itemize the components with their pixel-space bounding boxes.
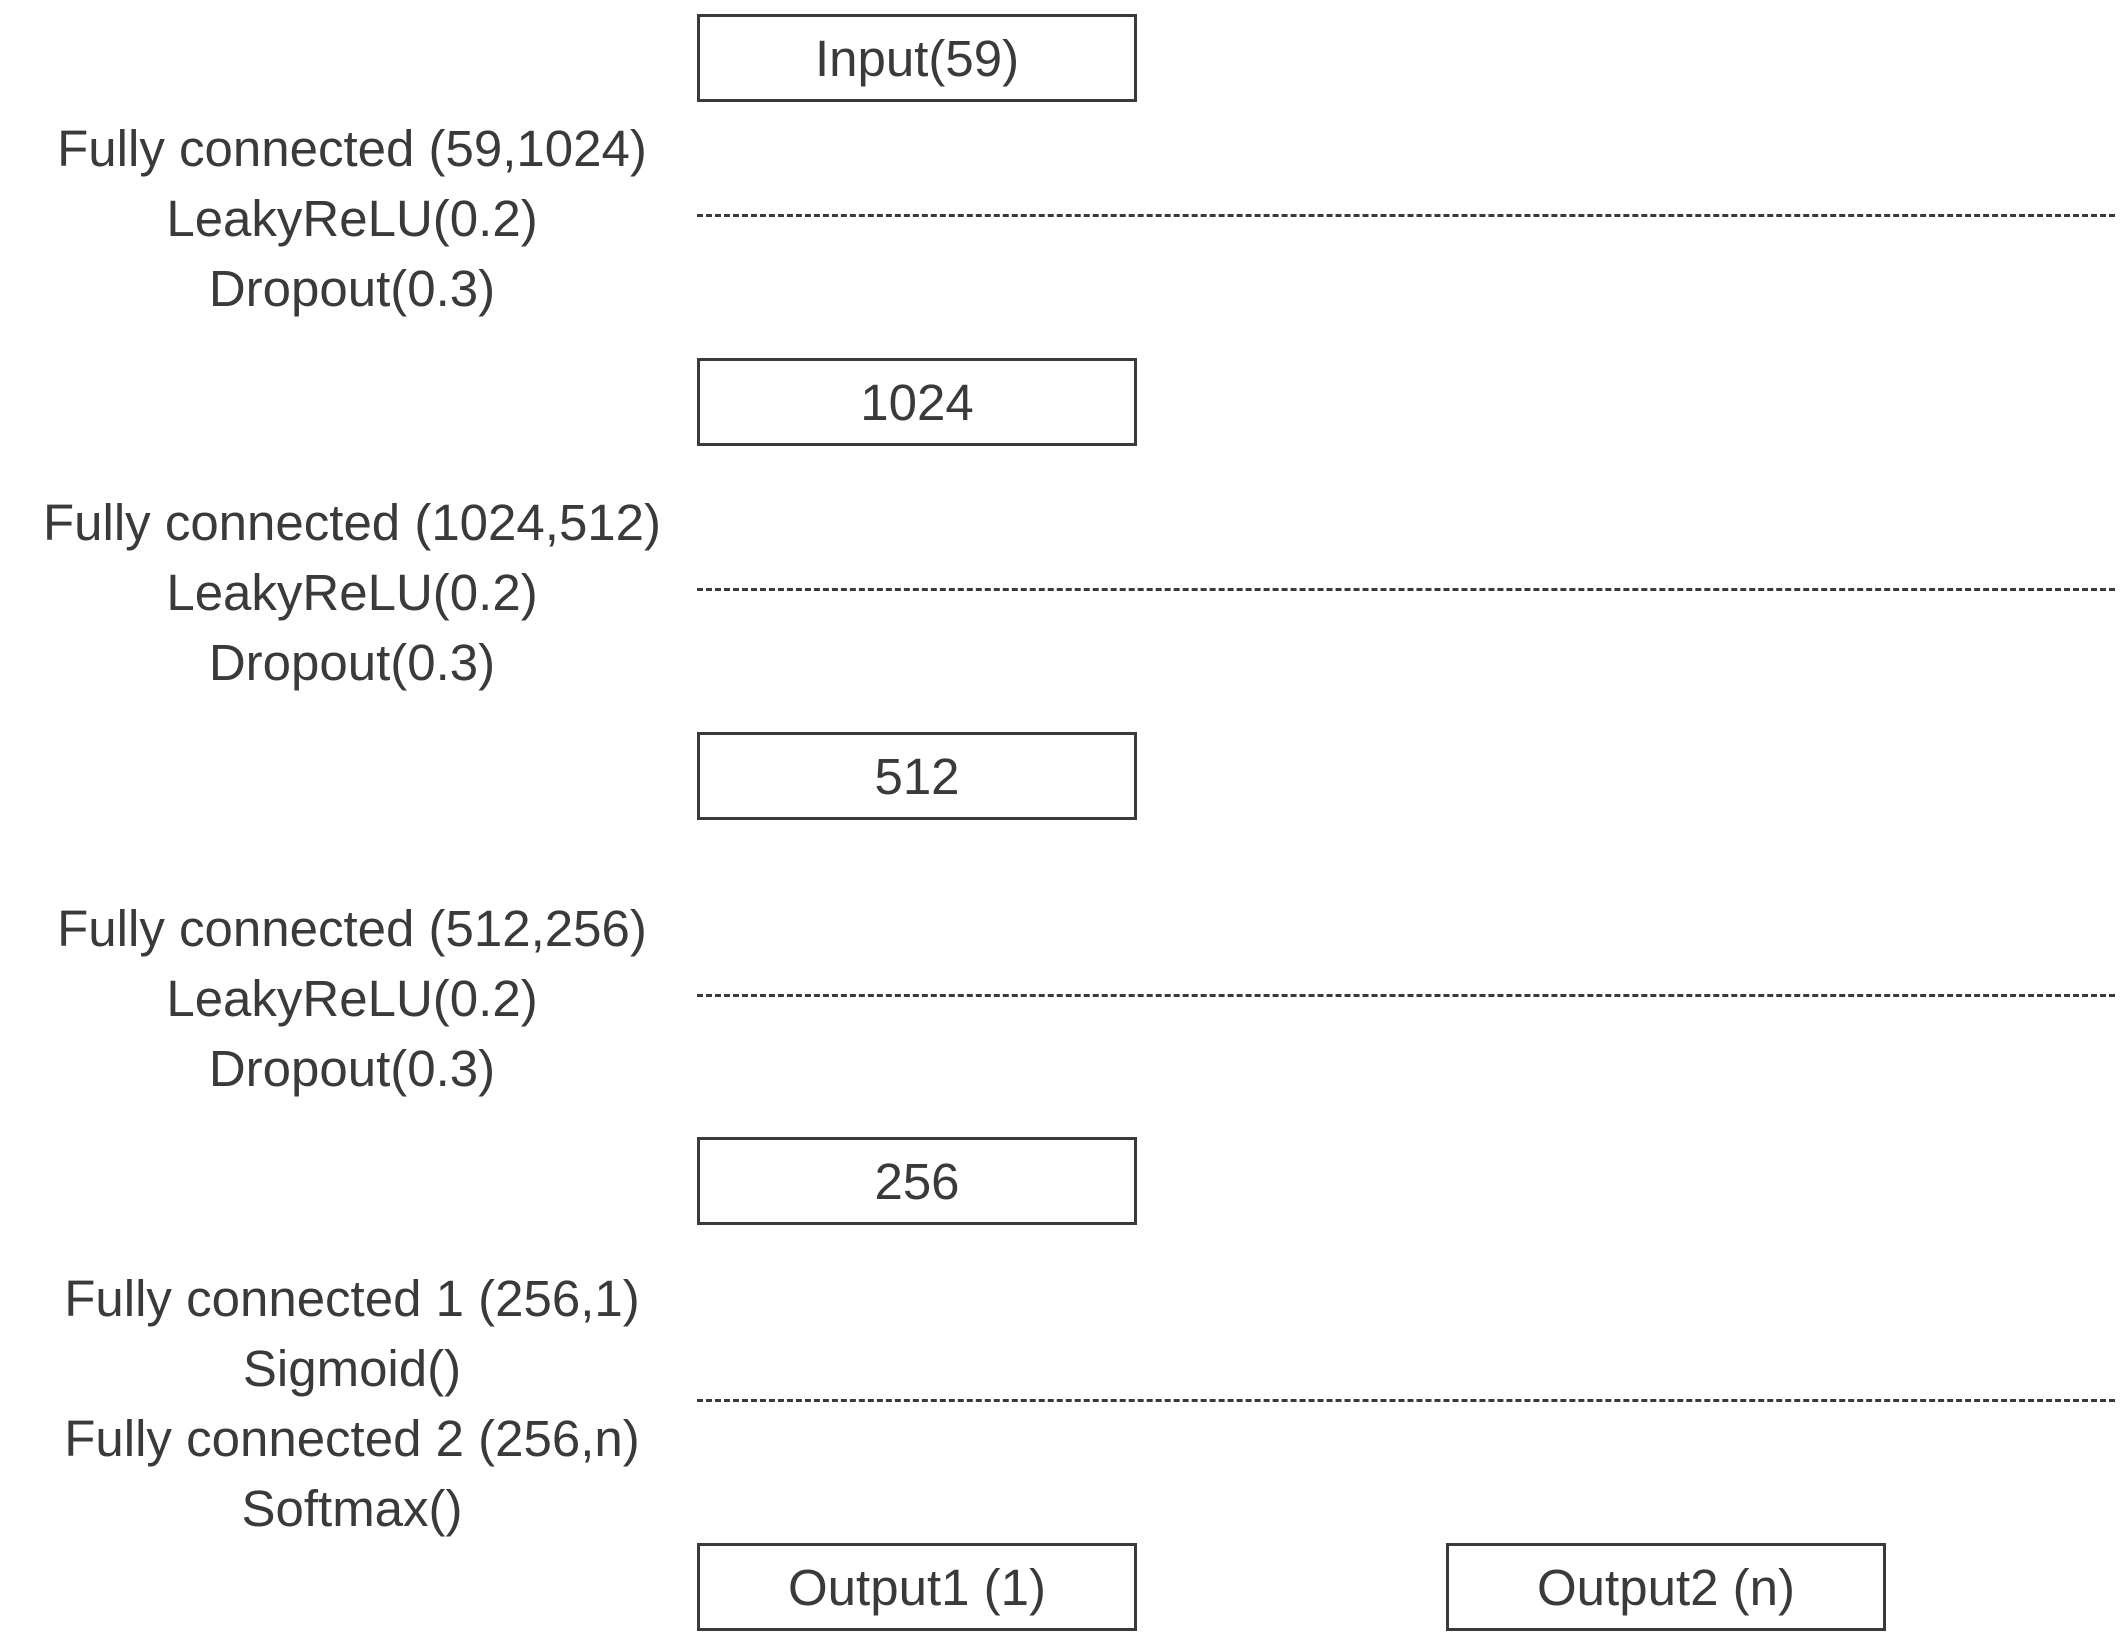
layer-256-label: 256 bbox=[874, 1152, 960, 1210]
operation-2-line-3: Dropout(0.3) bbox=[208, 634, 496, 691]
operation-block-3: Fully connected (512,256) LeakyReLU(0.2)… bbox=[0, 894, 712, 1104]
operation-block-4: Fully connected 1 (256,1) Sigmoid() Full… bbox=[0, 1264, 712, 1544]
output1-box: Output1 (1) bbox=[697, 1543, 1137, 1631]
operation-4-line-1: Fully connected 1 (256,1) bbox=[64, 1270, 640, 1327]
layer-input-label: Input(59) bbox=[814, 29, 1020, 87]
operation-3-line-1: Fully connected (512,256) bbox=[57, 900, 647, 957]
output1-label: Output1 (1) bbox=[788, 1558, 1046, 1616]
layer-1024-label: 1024 bbox=[860, 373, 974, 431]
layer-1024-box: 1024 bbox=[697, 358, 1137, 446]
layer-input-box: Input(59) bbox=[697, 14, 1137, 102]
layer-512-box: 512 bbox=[697, 732, 1137, 820]
operation-3-line-3: Dropout(0.3) bbox=[208, 1040, 496, 1097]
operation-3-line-2: LeakyReLU(0.2) bbox=[166, 970, 538, 1027]
operation-block-1: Fully connected (59,1024) LeakyReLU(0.2)… bbox=[0, 114, 712, 324]
operation-4-line-2: Sigmoid() bbox=[242, 1340, 462, 1397]
separator-line-1 bbox=[697, 214, 2115, 217]
separator-line-4 bbox=[697, 1399, 2115, 1402]
operation-block-2: Fully connected (1024,512) LeakyReLU(0.2… bbox=[0, 488, 712, 698]
separator-line-2 bbox=[697, 588, 2115, 591]
operation-2-line-1: Fully connected (1024,512) bbox=[42, 494, 662, 551]
operation-1-line-1: Fully connected (59,1024) bbox=[57, 120, 647, 177]
separator-line-3 bbox=[697, 994, 2115, 997]
operation-1-line-2: LeakyReLU(0.2) bbox=[166, 190, 538, 247]
layer-256-box: 256 bbox=[697, 1137, 1137, 1225]
layer-512-label: 512 bbox=[874, 747, 960, 805]
operation-1-line-3: Dropout(0.3) bbox=[208, 260, 496, 317]
operation-4-line-4: Softmax() bbox=[241, 1480, 463, 1537]
operation-4-line-3: Fully connected 2 (256,n) bbox=[64, 1410, 640, 1467]
output2-label: Output2 (n) bbox=[1537, 1558, 1795, 1616]
operation-2-line-2: LeakyReLU(0.2) bbox=[166, 564, 538, 621]
output2-box: Output2 (n) bbox=[1446, 1543, 1886, 1631]
